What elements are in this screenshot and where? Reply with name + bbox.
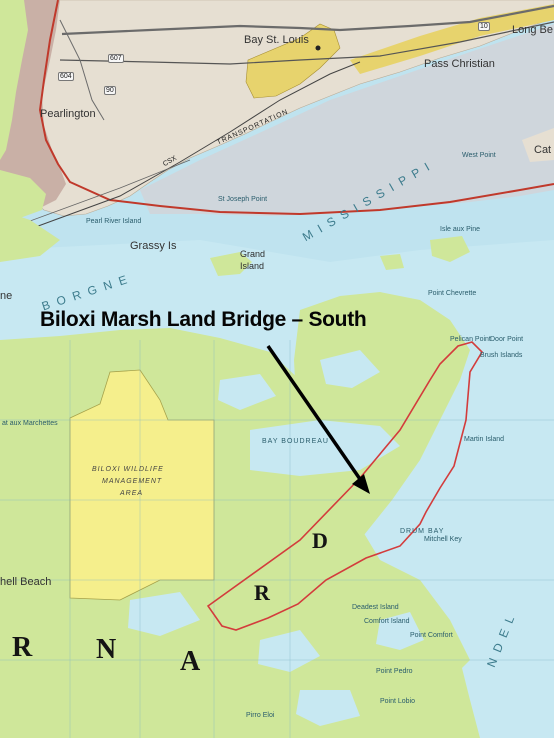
highway-604	[59, 19, 105, 121]
pass-christian-label: Pass Christian	[424, 58, 495, 70]
cat-island-label: Cat	[534, 144, 552, 156]
drum-bay-label: DRUM BAY	[400, 528, 445, 535]
pearl-river-island-label: Pearl River Island	[86, 218, 142, 225]
brush-islands-label: Brush Islands	[480, 352, 523, 359]
parish-letter-r1: R	[12, 632, 33, 663]
grassy-island-label: Grassy Is	[130, 240, 177, 252]
interstate-10	[61, 4, 554, 36]
grand-island-label: Grand Island	[240, 249, 266, 271]
pointer-arrow-line	[266, 345, 364, 483]
parish-letter-n: N	[96, 634, 117, 665]
st-joseph-point-label: St Joseph Point	[218, 196, 268, 203]
pearlington-marsh	[0, 170, 46, 218]
shell-beach-label: hell Beach	[0, 576, 52, 588]
point-chevreuil-label: Point Chevrette	[428, 290, 477, 297]
mississippi-sound-grey	[140, 24, 554, 216]
inner-lagoon-3	[128, 592, 200, 636]
section-grid	[0, 340, 554, 738]
dead-island-label: Deadest Island	[352, 604, 399, 611]
wildlife-area-label-1: BILOXI WILDLIFE	[92, 466, 164, 473]
long-beach-label: Long Be	[512, 24, 553, 36]
point-pedro-label: Point Pedro	[376, 668, 413, 675]
inner-lagoon-4	[258, 630, 320, 672]
wildlife-area-label-2: MANAGEMENT	[102, 478, 163, 485]
inner-lagoon-5	[376, 612, 424, 650]
highway-90	[59, 21, 554, 65]
honey-island-marsh	[0, 210, 60, 262]
wildlife-area-label-3: AREA	[120, 490, 144, 497]
route-607-shield: 607	[108, 54, 124, 63]
bay-st-louis-dot	[315, 45, 321, 51]
inner-lagoon-6	[296, 690, 360, 726]
drum-bay-water	[380, 508, 470, 570]
grand-island	[210, 252, 252, 276]
mitchell-key-label: Mitchell Key	[424, 536, 462, 543]
west-point-label: West Point	[462, 152, 496, 159]
us90-shield: 90	[104, 86, 116, 95]
i10-shield: 10	[478, 22, 490, 31]
north-islet	[380, 254, 404, 270]
map-title: Biloxi Marsh Land Bridge – South	[40, 308, 367, 331]
door-point-label: Door Point	[490, 336, 524, 343]
lower-road	[0, 159, 191, 233]
martin-island-label: Martin Island	[464, 436, 505, 443]
bay-boudreau-label: BAY BOUDREAU	[262, 438, 329, 445]
rail-line	[0, 61, 361, 241]
route-604-shield: 604	[58, 72, 74, 81]
isle-aux-pines-label: Isle aux Pine	[440, 226, 481, 233]
isle-aux-pines	[430, 236, 470, 262]
point-lobio-label: Point Lobio	[380, 698, 416, 705]
upper-left-wetlands	[0, 0, 28, 160]
pointer-arrow-head	[352, 474, 370, 494]
comfort-island-label: Comfort Island	[364, 618, 410, 625]
bay-boudreau-water	[250, 420, 400, 476]
pelican-point-label: Pelican Point	[450, 336, 491, 343]
pass-christian-urban	[350, 4, 554, 74]
study-area-outline	[206, 341, 484, 631]
parish-letter-r2: R	[254, 580, 270, 605]
ne-label: ne	[0, 290, 13, 302]
pearlington-label: Pearlington	[40, 108, 96, 120]
inner-lagoon-1	[320, 350, 380, 388]
bay-manchettes-label: at aux Marchettes	[2, 420, 58, 427]
point-comfort-label: Point Comfort	[410, 632, 453, 639]
pirro-eloi-label: Pirro Eloi	[246, 712, 275, 719]
parish-letter-a: A	[180, 646, 201, 677]
inner-lagoon-2	[218, 374, 276, 410]
bay-st-louis-label: Bay St. Louis	[244, 34, 309, 46]
parish-letter-d: D	[312, 528, 328, 553]
cat-island	[522, 128, 554, 162]
